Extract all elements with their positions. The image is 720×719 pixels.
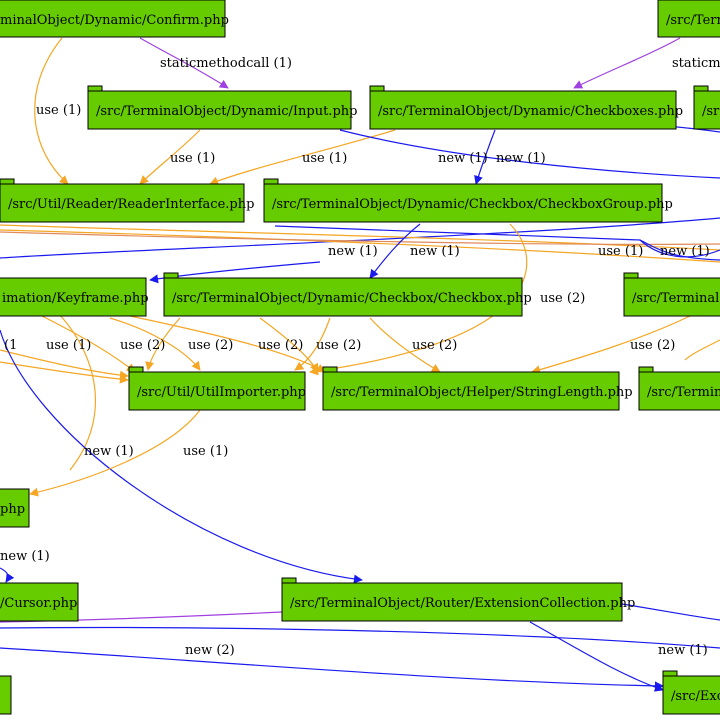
- label-group-use-string: use (2): [540, 291, 585, 306]
- label-left-use-1: (1: [4, 338, 17, 353]
- node-terminal-right-mid-label: /src/TerminalO: [632, 291, 720, 306]
- edge-extension-new-exc: [529, 621, 664, 692]
- label-php-new-cursor: new (1): [0, 549, 50, 564]
- edge-input-use-reader: [139, 129, 201, 185]
- label-keyframe-use-importer: use (1): [46, 338, 91, 353]
- edge-right-use-2: [684, 339, 720, 361]
- label-importer-use-php: use (1): [183, 444, 228, 459]
- edge-top-right-staticmethodcall: [573, 37, 681, 89]
- edge-keyframe-to-importer: [109, 317, 201, 371]
- node-src-right-top[interactable]: /sr: [693, 85, 720, 130]
- edge-bottom-long-new: [0, 626, 720, 649]
- edge-long-orange-mid: [0, 231, 720, 245]
- label-right-use-string: use (2): [630, 338, 675, 353]
- node-string-length-label: /src/TerminalObject/Helper/StringLength.…: [331, 385, 633, 400]
- node-cursor-label: /Cursor.php: [0, 596, 77, 611]
- node-bottom-left[interactable]: [0, 675, 12, 715]
- edge-left-use-importer-2: [0, 361, 129, 384]
- edge-confirm-staticmethodcall: [139, 37, 229, 89]
- node-terminal-right-mid[interactable]: /src/TerminalO: [623, 272, 720, 317]
- label-checkbox-use-importer-2: use (2): [188, 338, 233, 353]
- label-confirm-staticmethodcall: staticmethodcall (1): [160, 56, 292, 71]
- node-confirm[interactable]: minalObject/Dynamic/Confirm.php: [0, 0, 229, 38]
- label-group-new-checkbox: new (1): [410, 244, 460, 259]
- edge-confirm-use-reader: [34, 37, 69, 185]
- node-checkboxes-label: /src/TerminalObject/Dynamic/Checkboxes.p…: [378, 104, 683, 119]
- label-right-new: new (1): [660, 244, 710, 259]
- node-keyframe-label: imation/Keyframe.php: [2, 291, 149, 306]
- label-input-new: new (1): [438, 151, 488, 166]
- node-terminal-right-low-label: /src/Termina: [647, 385, 720, 400]
- node-string-length[interactable]: /src/TerminalObject/Helper/StringLength.…: [322, 366, 633, 411]
- edge-labels: staticmethodcall (1) staticmetho use (1)…: [0, 56, 720, 658]
- node-input-label: /src/TerminalObject/Dynamic/Input.php: [96, 104, 357, 119]
- node-php-left-label: php: [0, 502, 25, 517]
- label-extension-new-exc: new (1): [658, 643, 708, 658]
- node-terminal-right-low[interactable]: /src/Termina: [638, 366, 720, 411]
- edge-long-use: [0, 224, 720, 251]
- edge-checkbox-use-string-2: [259, 317, 319, 373]
- edge-extension-right: [621, 603, 720, 621]
- node-src-right-top-label: /sr: [702, 104, 720, 119]
- node-checkbox-group[interactable]: /src/TerminalObject/Dynamic/Checkbox/Che…: [263, 178, 673, 223]
- node-checkbox[interactable]: /src/TerminalObject/Dynamic/Checkbox/Che…: [163, 272, 532, 317]
- node-reader-interface-label: /src/Util/Reader/ReaderInterface.php: [8, 197, 254, 212]
- node-input[interactable]: /src/TerminalObject/Dynamic/Input.php: [87, 85, 357, 130]
- node-checkbox-group-label: /src/TerminalObject/Dynamic/Checkbox/Che…: [272, 197, 673, 212]
- node-reader-interface[interactable]: /src/Util/Reader/ReaderInterface.php: [0, 178, 254, 223]
- node-exc-right-label: /src/Exc: [671, 689, 720, 704]
- edge-long-new-right: [274, 225, 720, 261]
- node-checkboxes[interactable]: /src/TerminalObject/Dynamic/Checkboxes.p…: [369, 85, 683, 130]
- label-checkboxes-use-reader: use (1): [302, 151, 347, 166]
- node-terminal-top-right-label: /src/Term: [666, 13, 720, 28]
- edge-input-new: [339, 129, 720, 179]
- label-keyframe-new-php: new (1): [84, 444, 134, 459]
- node-confirm-label: minalObject/Dynamic/Confirm.php: [0, 13, 229, 28]
- label-confirm-use-reader: use (1): [36, 103, 81, 118]
- label-checkbox-use-string-2: use (2): [316, 338, 361, 353]
- label-top-right-staticmethodcall: staticmetho: [672, 56, 720, 71]
- edge-bottom-new-2: [0, 647, 664, 691]
- node-util-importer[interactable]: /src/Util/UtilImporter.php: [128, 366, 306, 411]
- label-checkbox-use-importer: use (2): [120, 338, 165, 353]
- label-checkbox-use-string: use (2): [258, 338, 303, 353]
- node-cursor[interactable]: /Cursor.php: [0, 582, 79, 622]
- label-input-use-reader: use (1): [170, 151, 215, 166]
- label-keyframe-use-string: use (2): [412, 338, 457, 353]
- node-util-importer-label: /src/Util/UtilImporter.php: [137, 385, 306, 400]
- label-bottom-new: new (2): [185, 643, 235, 658]
- edge-checkbox-use-importer-2: [294, 317, 331, 371]
- node-extension-collection-label: /src/TerminalObject/Router/ExtensionColl…: [290, 596, 635, 611]
- edge-php-new-cursor: [0, 567, 15, 583]
- label-checkboxes-new-group: new (1): [496, 151, 546, 166]
- edge-right-new: [639, 239, 720, 258]
- node-php-left[interactable]: php: [0, 488, 30, 528]
- edge-importer-use-php: [29, 409, 201, 497]
- node-exc-right[interactable]: /src/Exc: [662, 670, 720, 715]
- edge-checkboxes-new-group: [474, 129, 496, 185]
- node-terminal-top-right[interactable]: /src/Term: [657, 0, 720, 38]
- edge-right-use-string: [531, 315, 691, 375]
- edge-keyframe-new-extension: [0, 329, 363, 584]
- edge-checkbox-use-importer: [145, 317, 181, 371]
- edge-long-use-2: [0, 229, 720, 263]
- edge-checkbox-use-string: [369, 317, 441, 373]
- label-long-use: use (1): [598, 244, 643, 259]
- edge-keyframe-use-php: [59, 314, 97, 471]
- label-long-new: new (1): [328, 244, 378, 259]
- edge-left-use-importer: [0, 349, 129, 380]
- node-checkbox-label: /src/TerminalObject/Dynamic/Checkbox/Che…: [172, 291, 532, 306]
- node-extension-collection[interactable]: /src/TerminalObject/Router/ExtensionColl…: [281, 577, 635, 622]
- node-keyframe[interactable]: imation/Keyframe.php: [0, 277, 149, 317]
- edge-group-new-checkbox: [369, 223, 421, 279]
